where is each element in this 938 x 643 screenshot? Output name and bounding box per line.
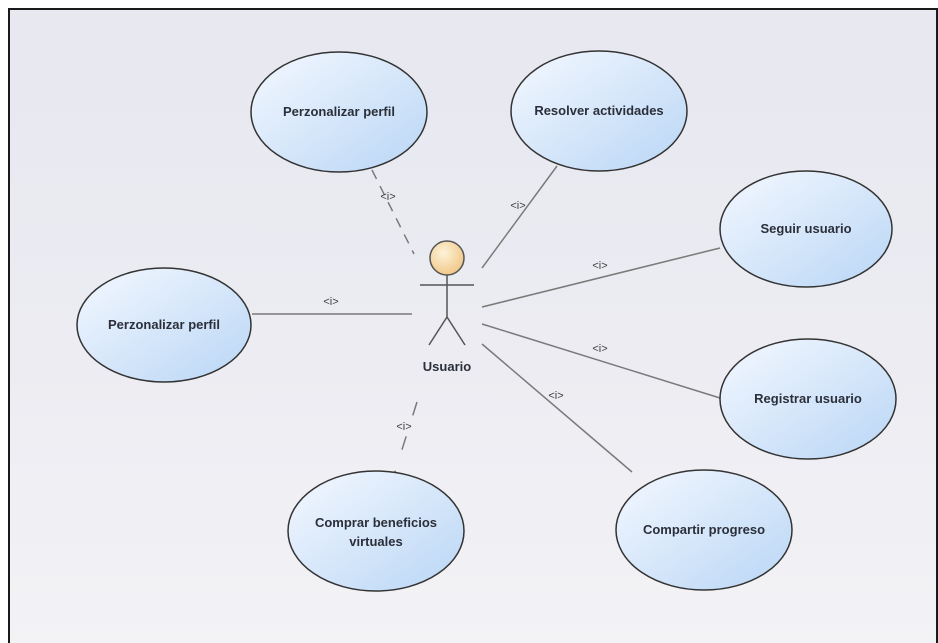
use-case-ellipse[interactable] [250, 51, 428, 173]
stereotype-label-uc2: <i> [510, 200, 525, 212]
use-case-uc5[interactable]: Registrar usuario [719, 338, 897, 460]
actor-right-leg [446, 316, 466, 346]
association-line-uc7 [481, 343, 633, 473]
association-line-uc5 [481, 323, 721, 399]
use-case-label: Perzonalizar perfil [283, 104, 395, 119]
association-line-uc6 [393, 401, 418, 476]
use-case-uc7[interactable]: Compartir progreso [615, 469, 793, 591]
use-case-uc3[interactable]: Seguir usuario [719, 170, 893, 288]
actor-head-icon [429, 240, 465, 276]
association-line-uc3 [481, 247, 721, 308]
use-case-label: Registrar usuario [754, 391, 862, 406]
use-case-ellipse[interactable] [719, 338, 897, 460]
use-case-label: Resolver actividades [534, 103, 663, 118]
stereotype-labels: <i> <i> <i> <i> <i> <i> <i> [323, 191, 607, 433]
use-case-ellipse[interactable] [510, 50, 688, 172]
associations [252, 165, 721, 476]
use-case-ellipse[interactable] [287, 470, 465, 592]
use-case-label: Seguir usuario [760, 221, 851, 236]
stereotype-label-uc1: <i> [380, 191, 395, 203]
use-case-ellipse[interactable] [615, 469, 793, 591]
stereotype-label-uc5: <i> [592, 343, 607, 355]
use-case-uc6[interactable]: Comprar beneficios virtuales [287, 470, 465, 592]
stereotype-label-uc4: <i> [323, 296, 338, 308]
use-case-ellipse[interactable] [719, 170, 893, 288]
actor-left-leg [428, 316, 448, 346]
use-case-label: Perzonalizar perfil [108, 317, 220, 332]
use-case-uc2[interactable]: Resolver actividades [510, 50, 688, 172]
actor-usuario[interactable]: Usuario [420, 240, 474, 374]
association-line-uc2 [481, 165, 558, 269]
actor-label: Usuario [423, 359, 471, 374]
use-case-ellipse[interactable] [76, 267, 252, 383]
stereotype-label-uc7: <i> [548, 390, 563, 402]
association-line-uc1 [371, 169, 415, 255]
stereotype-label-uc3: <i> [592, 260, 607, 272]
use-case-label-line-2: virtuales [349, 534, 402, 549]
use-case-label-line-1: Comprar beneficios [315, 515, 437, 530]
stereotype-label-uc6: <i> [396, 421, 411, 433]
use-case-uc1[interactable]: Perzonalizar perfil [250, 51, 428, 173]
use-case-uc4[interactable]: Perzonalizar perfil [76, 267, 252, 383]
use-case-label: Compartir progreso [643, 522, 765, 537]
